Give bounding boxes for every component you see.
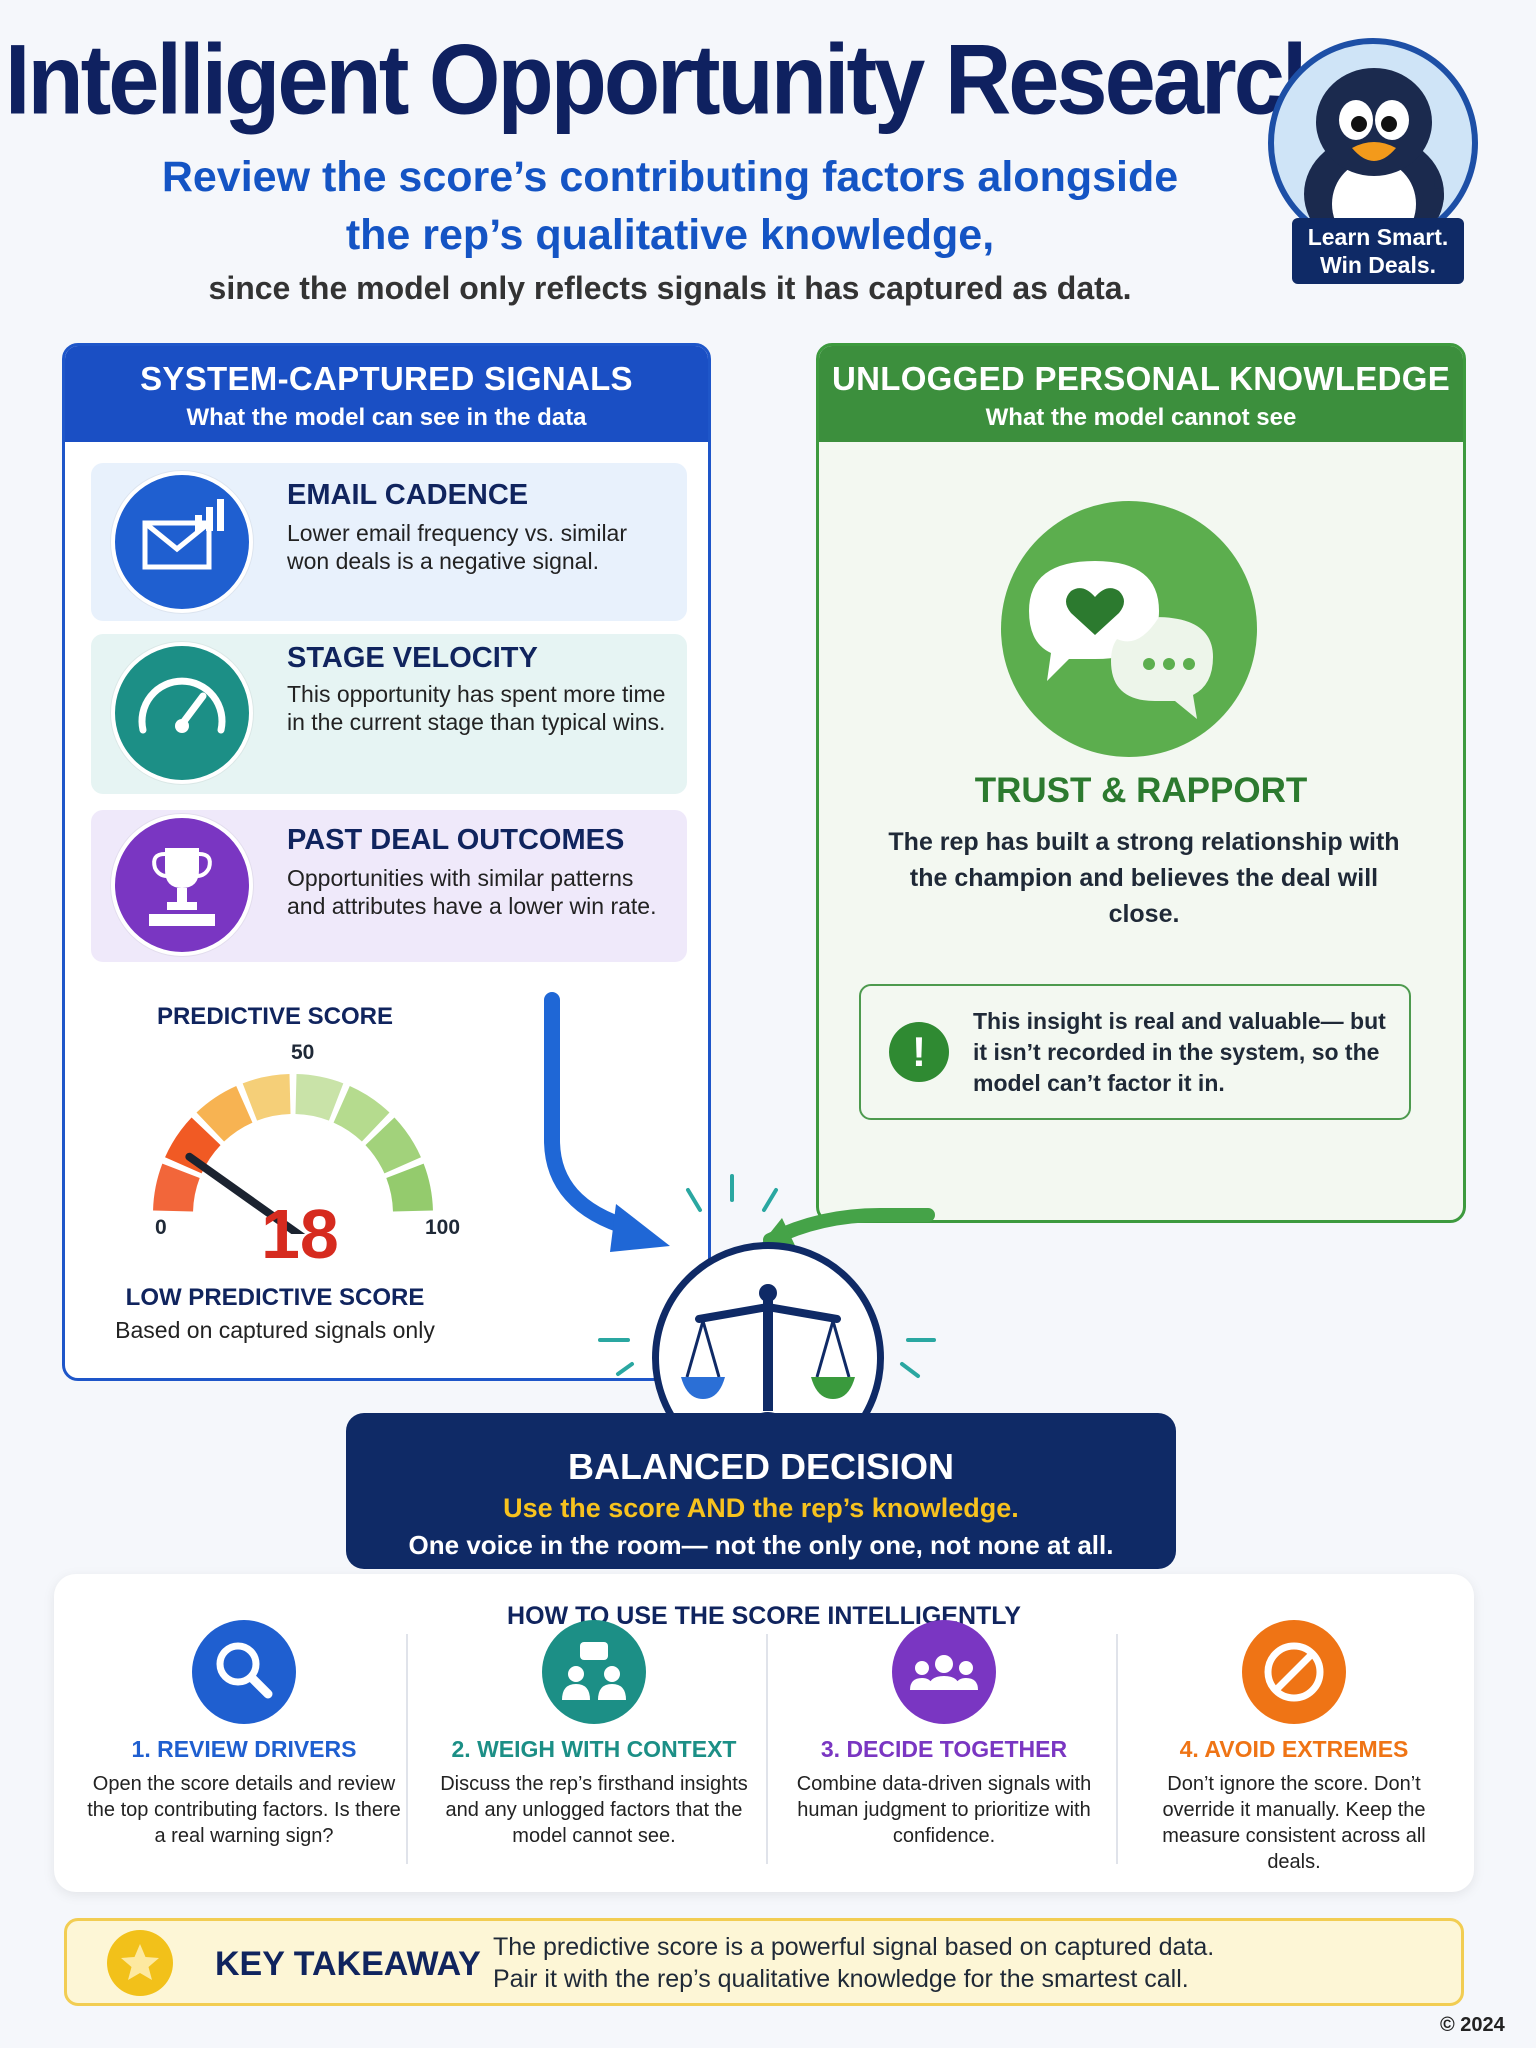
- gauge-max-label: 100: [425, 1216, 461, 1239]
- gauge-segment: [153, 1163, 200, 1212]
- step-text: Combine data-driven signals with human j…: [796, 1773, 1092, 1847]
- subtitle-line-3: since the model only reflects signals it…: [208, 270, 1132, 306]
- subtitle-line-1: Review the score’s contributing factors …: [161, 153, 1179, 201]
- step-text: Open the score details and review the to…: [87, 1773, 401, 1847]
- step-title: 4. AVOID EXTREMES: [1179, 1736, 1409, 1762]
- personal-knowledge-panel: UNLOGGED PERSONAL KNOWLEDGE What the mod…: [816, 343, 1466, 1223]
- gauge-segment: [165, 1117, 221, 1174]
- magnifier-icon: [192, 1620, 296, 1724]
- signal-text: This opportunity has spent more time in …: [287, 681, 666, 735]
- envelope-chart-icon: [111, 471, 253, 613]
- decision-subtitle: Use the score AND the rep’s knowledge.: [503, 1493, 1019, 1523]
- key-takeaway-banner: KEY TAKEAWAY The predictive score is a p…: [64, 1918, 1464, 2006]
- step-divider: [1116, 1634, 1118, 1864]
- gauge-segment: [196, 1086, 253, 1142]
- decision-title: BALANCED DECISION: [567, 1446, 954, 1487]
- chat-heart-icon: [1001, 501, 1257, 757]
- score-status: LOW PREDICTIVE SCORE: [125, 1284, 425, 1311]
- signal-text: Lower email frequency vs. similar won de…: [287, 520, 628, 574]
- signal-text: Opportunities with similar patterns and …: [287, 865, 657, 919]
- gauge-segment: [333, 1086, 390, 1142]
- personal-knowledge-header: UNLOGGED PERSONAL KNOWLEDGE What the mod…: [819, 346, 1463, 442]
- mascot-badge: [1268, 38, 1478, 248]
- step-weigh-with-context: 2. WEIGH WITH CONTEXT Discuss the rep’s …: [424, 1574, 764, 1892]
- badge-line-2: Win Deals.: [1319, 252, 1437, 278]
- team-icon: [892, 1620, 996, 1724]
- step-avoid-extremes: 4. AVOID EXTREMES Don’t ignore the score…: [1124, 1574, 1464, 1892]
- step-title: 3. DECIDE TOGETHER: [820, 1736, 1068, 1762]
- subtitle-line-2: the rep’s qualitative knowledge,: [345, 211, 995, 259]
- signal-title: PAST DEAL OUTCOMES: [287, 824, 625, 856]
- scale-sparkles: [598, 1338, 936, 1378]
- personal-knowledge-title: UNLOGGED PERSONAL KNOWLEDGE: [831, 360, 1451, 397]
- system-signals-header: SYSTEM-CAPTURED SIGNALS What the model c…: [65, 346, 708, 442]
- step-divider: [406, 1634, 408, 1864]
- blue-arrow-head: [610, 1204, 670, 1252]
- insight-callout: ! This insight is real and valuable— but…: [859, 984, 1411, 1120]
- signal-title: STAGE VELOCITY: [287, 642, 538, 674]
- signal-title: EMAIL CADENCE: [287, 479, 529, 511]
- gauge-segment: [386, 1163, 433, 1212]
- system-signals-panel: SYSTEM-CAPTURED SIGNALS What the model c…: [62, 343, 711, 1381]
- badge-line-1: Learn Smart.: [1307, 224, 1449, 250]
- step-text: Don’t ignore the score. Don’t override i…: [1162, 1773, 1426, 1873]
- key-takeaway-label: KEY TAKEAWAY: [215, 1945, 481, 1983]
- star-icon: [107, 1930, 173, 1996]
- score-basis: Based on captured signals only: [115, 1317, 435, 1343]
- step-title: 1. REVIEW DRIVERS: [131, 1736, 357, 1762]
- signal-card-stage-velocity: STAGE VELOCITY This opportunity has spen…: [91, 634, 687, 794]
- key-takeaway-text: The predictive score is a powerful signa…: [493, 1931, 1433, 1995]
- gauge-mid-label: 50: [291, 1041, 315, 1064]
- no-sign-icon: [1242, 1620, 1346, 1724]
- trophy-icon: [111, 814, 253, 956]
- green-arrow: [763, 1208, 935, 1247]
- gauge-needle: [185, 1152, 306, 1234]
- page-title: Intelligent Opportunity Research: [4, 24, 1338, 136]
- gauge-min-label: 0: [155, 1216, 167, 1239]
- discussion-icon: [542, 1620, 646, 1724]
- predictive-score-value: 18: [261, 1195, 339, 1273]
- exclamation-icon: !: [889, 1022, 949, 1082]
- blue-arrow: [544, 992, 638, 1236]
- signal-card-email-cadence: EMAIL CADENCE Lower email frequency vs. …: [91, 463, 687, 621]
- key-takeaway-line-1: The predictive score is a powerful signa…: [493, 1933, 1215, 1961]
- penguin-mascot-icon: [1304, 68, 1444, 242]
- balanced-decision-banner: BALANCED DECISION Use the score AND the …: [346, 1413, 1176, 1569]
- signal-card-past-deal-outcomes: PAST DEAL OUTCOMES Opportunities with si…: [91, 810, 687, 962]
- speedometer-icon: [111, 642, 253, 784]
- decision-note: One voice in the room— not the only one,…: [408, 1530, 1114, 1560]
- key-takeaway-line-2: Pair it with the rep’s qualitative knowl…: [493, 1965, 1189, 1993]
- badge-tagline: Learn Smart. Win Deals.: [1292, 218, 1464, 284]
- step-divider: [766, 1634, 768, 1864]
- step-title: 2. WEIGH WITH CONTEXT: [451, 1736, 737, 1762]
- system-signals-subtitle: What the model can see in the data: [186, 404, 587, 431]
- insight-text: This insight is real and valuable— but i…: [973, 1008, 1386, 1096]
- connector-arrows: [544, 992, 935, 1258]
- how-to-use-panel: HOW TO USE THE SCORE INTELLIGENTLY 1. RE…: [54, 1574, 1474, 1892]
- step-decide-together: 3. DECIDE TOGETHER Combine data-driven s…: [774, 1574, 1114, 1892]
- predictive-score-label: PREDICTIVE SCORE: [156, 1003, 394, 1030]
- gauge-segment: [295, 1074, 344, 1121]
- gauge-segment: [365, 1117, 421, 1174]
- gauge-segment: [242, 1074, 291, 1121]
- step-review-drivers: 1. REVIEW DRIVERS Open the score details…: [74, 1574, 414, 1892]
- trust-rapport-title: TRUST & RAPPORT: [974, 771, 1308, 810]
- personal-knowledge-subtitle: What the model cannot see: [985, 404, 1297, 431]
- step-text: Discuss the rep’s firsthand insights and…: [440, 1773, 748, 1847]
- predictive-score-gauge: [153, 1074, 433, 1234]
- system-signals-title: SYSTEM-CAPTURED SIGNALS: [140, 360, 633, 397]
- copyright: © 2024: [1440, 2014, 1505, 2036]
- trust-rapport-text: The rep has built a strong relationship …: [888, 828, 1400, 928]
